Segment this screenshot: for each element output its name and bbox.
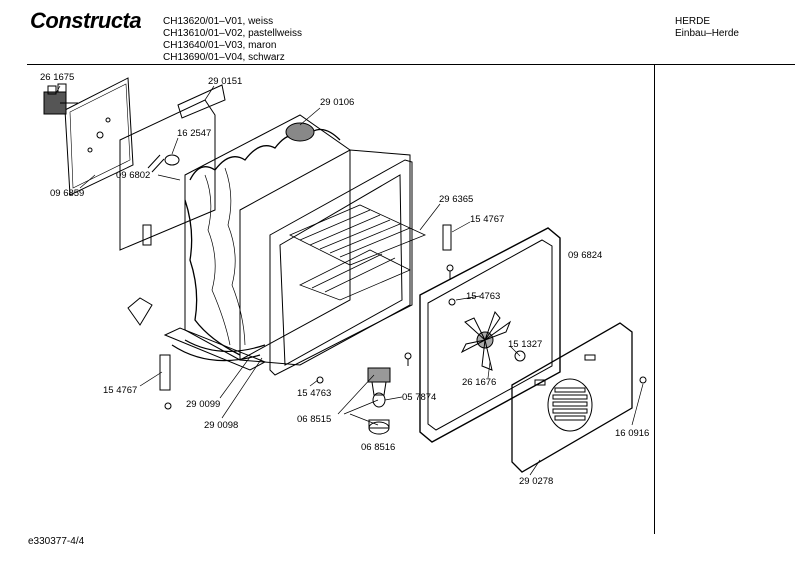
lamp-assembly <box>367 367 391 435</box>
model-line: CH13690/01–V04, schwarz <box>163 52 285 63</box>
part-label: 09 6824 <box>568 250 602 261</box>
model-line: CH13620/01–V01, weiss <box>163 16 274 27</box>
model-line: CH13610/01–V02, pastellweiss <box>163 28 302 39</box>
part-label: 26 1676 <box>462 377 496 388</box>
part-label: 06 8516 <box>361 442 395 453</box>
model-line: CH13640/01–V03, maron <box>163 40 277 51</box>
header-divider <box>27 64 795 65</box>
part-label: 05 7874 <box>402 392 436 403</box>
part-label: 29 0106 <box>320 97 354 108</box>
part-label: 26 1675 <box>40 72 74 83</box>
screws <box>164 224 647 410</box>
part-label: 29 0278 <box>519 476 553 487</box>
part-label: 29 0151 <box>208 76 242 87</box>
subcategory: Einbau–Herde <box>675 28 739 39</box>
leader-lines <box>55 85 644 476</box>
part-label: 29 0099 <box>186 399 220 410</box>
part-label: 16 2547 <box>177 128 211 139</box>
side-divider <box>654 64 655 534</box>
part-label: 16 0916 <box>615 428 649 439</box>
bottom-rails <box>127 297 267 391</box>
part-label: 06 8515 <box>297 414 331 425</box>
fan-blade <box>460 311 512 371</box>
part-label: 15 4763 <box>297 388 331 399</box>
fan-cover <box>511 322 633 473</box>
part-label: 29 6365 <box>439 194 473 205</box>
category-block: HERDE Einbau–Herde <box>675 16 739 40</box>
part-label: 09 6859 <box>50 188 84 199</box>
part-label: 15 4767 <box>103 385 137 396</box>
terminal-block <box>43 83 78 115</box>
category: HERDE <box>675 16 711 27</box>
part-label: 15 4767 <box>470 214 504 225</box>
brand-logo: Constructa <box>30 8 142 33</box>
part-label: 15 1327 <box>508 339 542 350</box>
back-bracket <box>64 77 134 196</box>
clip <box>147 154 180 173</box>
part-label: 29 0098 <box>204 420 238 431</box>
document-code: e330377-4/4 <box>28 536 85 547</box>
part-label: 09 6802 <box>116 170 150 181</box>
model-list: CH13620/01–V01, weiss CH13610/01–V02, pa… <box>163 16 302 64</box>
oven-rack <box>289 204 427 301</box>
part-label: 15 4763 <box>466 291 500 302</box>
door-frame <box>419 227 561 443</box>
side-panel <box>119 84 226 251</box>
